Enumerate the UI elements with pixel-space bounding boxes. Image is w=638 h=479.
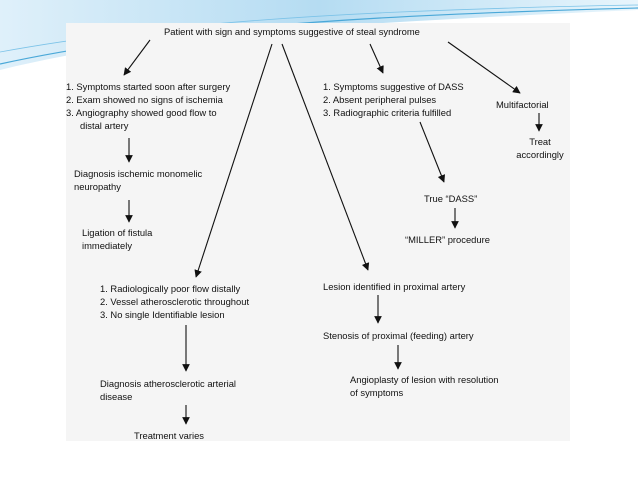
branch-d-action: “MILLER” procedure (405, 234, 490, 245)
branch-a-criterion-3: 3. Angiography showed good flow to (66, 107, 217, 118)
branch-c-finding: Lesion identified in proximal artery (323, 281, 466, 292)
branch-b-criterion-3: 3. No single Identifiable lesion (100, 309, 225, 320)
branch-a-criterion-1: 1. Symptoms started soon after surgery (66, 81, 231, 92)
branch-d-criterion-3: 3. Radiographic criteria fulfilled (323, 107, 452, 118)
branch-e-action-line-1: Treat (529, 136, 551, 147)
branch-d-criterion-1: 1. Symptoms suggestive of DASS (323, 81, 464, 92)
arrow-root-to-e (447, 41, 521, 94)
branch-c-action-line-2: of symptoms (350, 387, 404, 398)
branch-a-action-line-2: immediately (82, 240, 133, 251)
branch-a-criterion-4: distal artery (80, 120, 129, 131)
branch-b-diagnosis-line-2: disease (100, 391, 133, 402)
arrow-root-to-d (369, 43, 384, 74)
branch-d-result: True “DASS” (424, 193, 478, 204)
branch-a-action-line-1: Ligation of fistula (82, 227, 153, 238)
branch-e-label: Multifactorial (496, 99, 549, 110)
branch-b-diagnosis-line-1: Diagnosis atherosclerotic arterial (100, 378, 236, 389)
arrow-root-to-a (123, 39, 151, 76)
root-node: Patient with sign and symptoms suggestiv… (164, 26, 420, 37)
branch-d-criterion-2: 2. Absent peripheral pulses (323, 94, 437, 105)
branch-b-criterion-1: 1. Radiologically poor flow distally (100, 283, 241, 294)
branch-c-stenosis: Stenosis of proximal (feeding) artery (323, 330, 474, 341)
arrow-root-to-b (194, 43, 273, 278)
arrow-root-to-c (281, 43, 370, 271)
diagram-panel (66, 23, 570, 441)
arrow-d-crit-to-result (419, 121, 446, 183)
branch-e-action-line-2: accordingly (516, 149, 564, 160)
branch-b-criterion-2: 2. Vessel atherosclerotic throughout (100, 296, 250, 307)
branch-a-diagnosis-line-1: Diagnosis ischemic monomelic (74, 168, 203, 179)
branch-c-action-line-1: Angioplasty of lesion with resolution (350, 374, 499, 385)
branch-a-criterion-2: 2. Exam showed no signs of ischemia (66, 94, 223, 105)
branch-a-diagnosis-line-2: neuropathy (74, 181, 121, 192)
branch-b-action: Treatment varies (134, 430, 204, 441)
